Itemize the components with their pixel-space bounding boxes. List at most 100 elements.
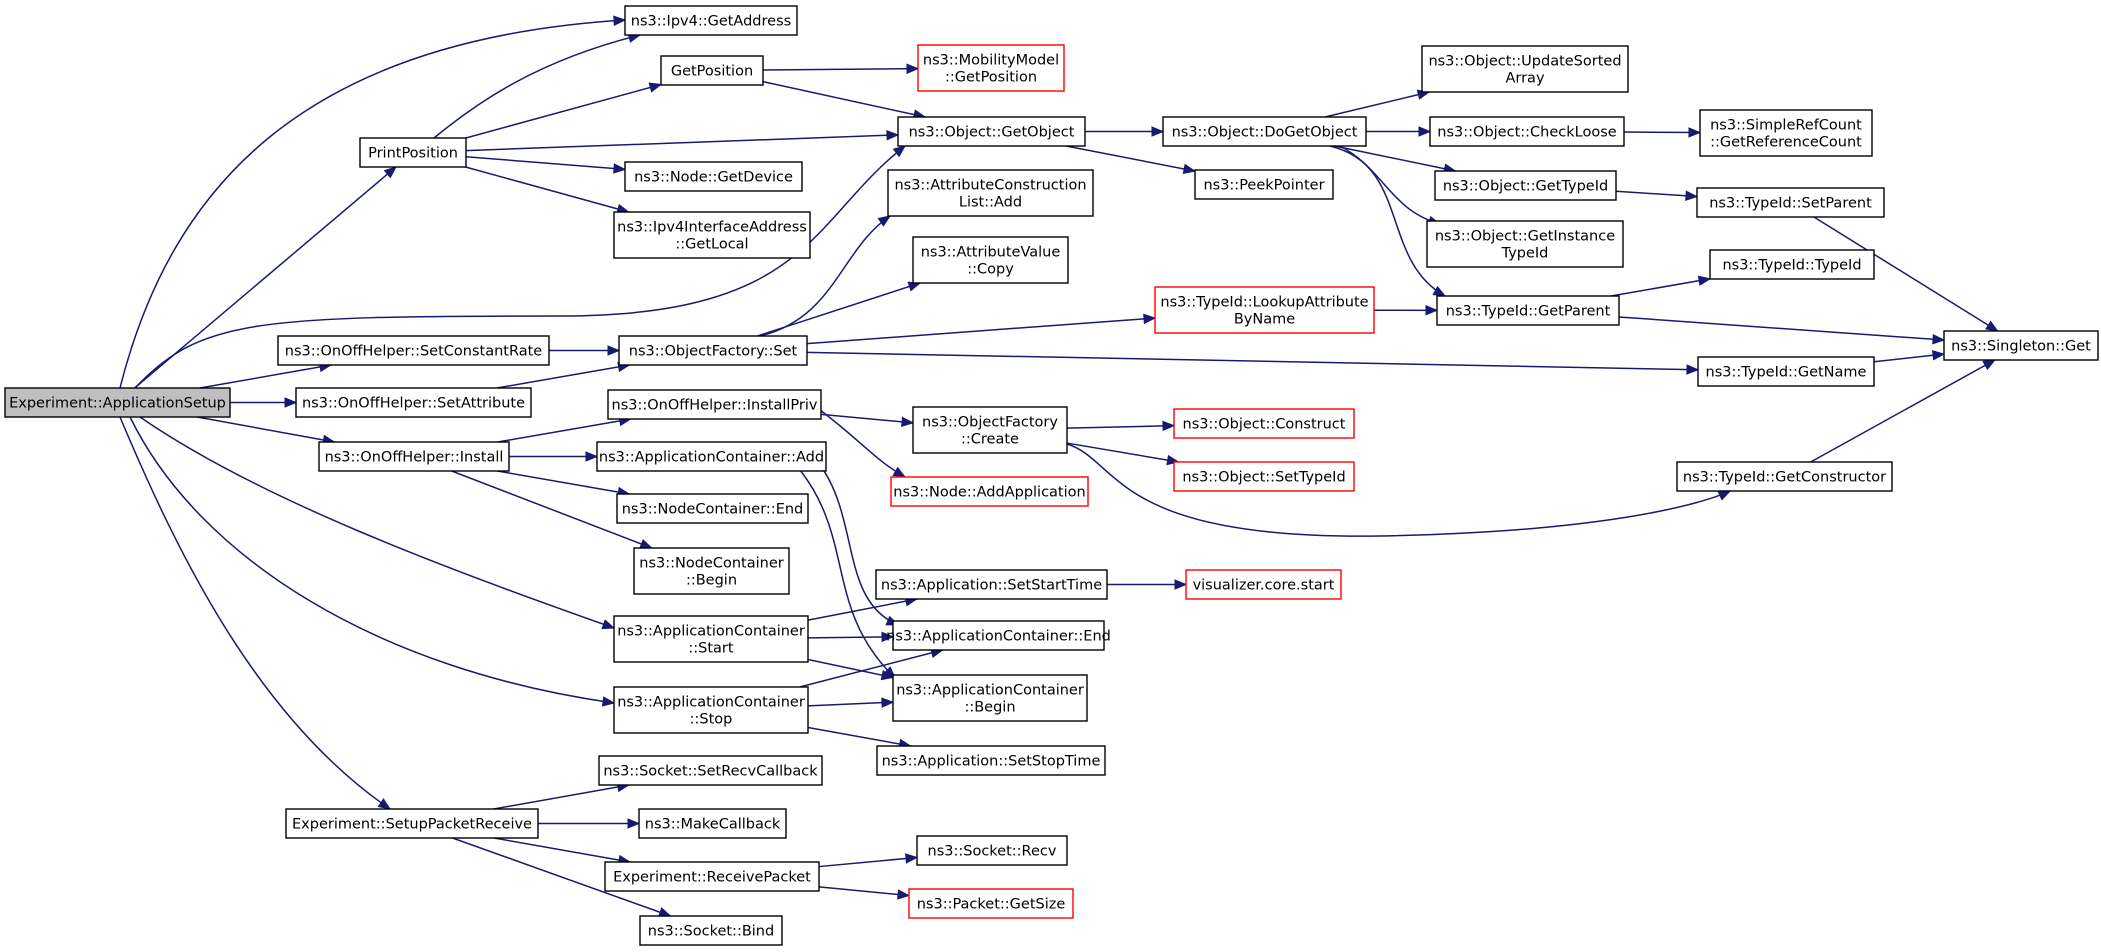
- call-edge-root-to-printpos: [134, 166, 397, 389]
- node-getparent[interactable]: ns3::TypeId::GetParent: [1436, 295, 1620, 326]
- node-root[interactable]: Experiment::ApplicationSetup: [4, 387, 231, 418]
- node-box: [1194, 169, 1334, 200]
- arrowhead-printpos-to-objgetobj: [886, 130, 900, 141]
- node-peekptr[interactable]: ns3::PeekPointer: [1194, 169, 1334, 200]
- node-getrefcount[interactable]: ns3::SimpleRefCount::GetReferenceCount: [1699, 109, 1873, 157]
- arrowhead-appcontstart-to-appcontend: [881, 631, 895, 643]
- call-edge-root-to-setuprecv: [119, 416, 391, 810]
- node-getname[interactable]: ns3::TypeId::GetName: [1697, 356, 1875, 387]
- node-label: List::Add: [959, 195, 1022, 211]
- node-recvpacket[interactable]: Experiment::ReceivePacket: [604, 861, 820, 892]
- node-box: [1434, 170, 1617, 201]
- node-objfactset[interactable]: ns3::ObjectFactory::Set: [618, 335, 808, 366]
- node-objconstruct[interactable]: ns3::Object::Construct: [1173, 408, 1355, 439]
- node-box: [1426, 220, 1624, 268]
- node-label: ns3::TypeId::LookupAttribute: [1160, 295, 1368, 311]
- node-appcontend[interactable]: ns3::ApplicationContainer::End: [886, 620, 1111, 651]
- node-label: PrintPosition: [368, 146, 458, 162]
- node-label: ::Create: [961, 432, 1019, 448]
- node-sockbind[interactable]: ns3::Socket::Bind: [639, 915, 783, 946]
- arrowhead-root-to-appcontstop: [601, 696, 616, 707]
- node-box: [912, 236, 1069, 284]
- node-box: [613, 615, 809, 663]
- node-setconstrate[interactable]: ns3::OnOffHelper::SetConstantRate: [277, 335, 550, 366]
- node-box: [607, 389, 822, 420]
- node-box: [897, 116, 1086, 147]
- arrowhead-checkloose-to-getrefcount: [1688, 127, 1702, 138]
- node-box: [1697, 356, 1875, 387]
- node-printpos[interactable]: PrintPosition: [359, 137, 467, 168]
- node-label: ns3::ObjectFactory: [922, 415, 1058, 431]
- node-ipv4ifaddr[interactable]: ns3::Ipv4InterfaceAddress::GetLocal: [613, 211, 811, 259]
- node-label: ::Begin: [686, 573, 737, 589]
- node-setattr[interactable]: ns3::OnOffHelper::SetAttribute: [295, 387, 532, 418]
- node-attrval[interactable]: ns3::AttributeValue::Copy: [912, 236, 1069, 284]
- node-label: visualizer.core.start: [1193, 578, 1335, 594]
- node-appcontadd[interactable]: ns3::ApplicationContainer::Add: [596, 441, 827, 472]
- node-box: [1709, 249, 1875, 280]
- call-edge-objfactset-to-attrval: [757, 282, 921, 337]
- node-label: GetPosition: [671, 64, 753, 80]
- node-box: [1429, 116, 1625, 147]
- node-nodeaddapp[interactable]: ns3::Node::AddApplication: [890, 476, 1089, 507]
- node-objgetobj[interactable]: ns3::Object::GetObject: [897, 116, 1086, 147]
- node-label: ByName: [1234, 312, 1295, 328]
- node-dogetobj[interactable]: ns3::Object::DoGetObject: [1162, 116, 1367, 147]
- node-pktgetsize[interactable]: ns3::Packet::GetSize: [908, 888, 1074, 919]
- call-edge-getpos-to-objgetobj: [762, 80, 926, 118]
- node-label: Experiment::ApplicationSetup: [9, 396, 226, 412]
- node-appsetstop[interactable]: ns3::Application::SetStopTime: [876, 745, 1106, 776]
- node-checkloose[interactable]: ns3::Object::CheckLoose: [1429, 116, 1625, 147]
- node-installpriv[interactable]: ns3::OnOffHelper::InstallPriv: [607, 389, 822, 420]
- node-singleton[interactable]: ns3::Singleton::Get: [1943, 330, 2099, 361]
- node-label: ns3::Node::AddApplication: [893, 485, 1085, 501]
- node-nodecontend[interactable]: ns3::NodeContainer::End: [616, 493, 809, 524]
- node-nodegetdev[interactable]: ns3::Node::GetDevice: [624, 161, 803, 192]
- call-edge-root-to-ipv4get: [119, 19, 626, 389]
- node-setuprecv[interactable]: Experiment::SetupPacketReceive: [285, 808, 539, 839]
- call-edge-root-to-setconstrate: [199, 364, 332, 389]
- node-objsettypeid[interactable]: ns3::Object::SetTypeId: [1173, 461, 1355, 492]
- call-edge-printpos-to-objgetobj: [465, 134, 899, 152]
- node-label: ns3::TypeId::GetName: [1706, 365, 1867, 381]
- call-edge-setparent-to-singleton: [1813, 216, 1999, 332]
- node-typeidtypeid[interactable]: ns3::TypeId::TypeId: [1709, 249, 1875, 280]
- node-getpos[interactable]: GetPosition: [660, 55, 764, 86]
- call-edge-installpriv-to-nodeaddapp: [819, 409, 906, 478]
- node-sockrecvcb[interactable]: ns3::Socket::SetRecvCallback: [598, 755, 823, 786]
- call-edge-appcontstop-to-appcontbegin: [807, 701, 894, 707]
- node-getconstructor[interactable]: ns3::TypeId::GetConstructor: [1676, 461, 1893, 492]
- node-gettypeid[interactable]: ns3::Object::GetTypeId: [1434, 170, 1617, 201]
- node-setparent[interactable]: ns3::TypeId::SetParent: [1696, 187, 1885, 218]
- arrowhead-setuprecv-to-makecb: [627, 818, 641, 829]
- node-appcontstop[interactable]: ns3::ApplicationContainer::Stop: [613, 686, 809, 734]
- arrowhead-lookupattr-to-getparent: [1425, 305, 1439, 316]
- node-viscorestart[interactable]: visualizer.core.start: [1185, 569, 1342, 600]
- node-ipv4get[interactable]: ns3::Ipv4::GetAddress: [624, 5, 798, 36]
- arrowhead-objfactset-to-lookupattr: [1143, 313, 1157, 325]
- node-box: [1173, 408, 1355, 439]
- call-edge-setuprecv-to-recvpacket: [493, 837, 631, 863]
- node-label: ns3::AttributeValue: [921, 245, 1061, 261]
- node-appcontbegin[interactable]: ns3::ApplicationContainer::Begin: [892, 674, 1088, 722]
- call-edge-dogetobj-to-updsorted: [1324, 91, 1430, 118]
- node-makecb[interactable]: ns3::MakeCallback: [638, 808, 787, 839]
- call-edge-objfactset-to-lookupattr: [806, 317, 1156, 345]
- node-sockrecv[interactable]: ns3::Socket::Recv: [916, 835, 1068, 866]
- node-box: [892, 620, 1105, 651]
- node-appsetstart[interactable]: ns3::Application::SetStartTime: [875, 569, 1108, 600]
- node-appcontstart[interactable]: ns3::ApplicationContainer::Start: [613, 615, 809, 663]
- call-edge-root-to-appcontstop: [129, 416, 615, 704]
- node-label: ns3::OnOffHelper::InstallPriv: [612, 398, 818, 414]
- node-install[interactable]: ns3::OnOffHelper::Install: [318, 441, 510, 472]
- arrowhead-setuprecv-to-sockbind: [657, 907, 672, 918]
- node-label: ns3::TypeId::GetConstructor: [1683, 470, 1886, 486]
- node-mobget[interactable]: ns3::MobilityModel::GetPosition: [917, 44, 1065, 92]
- node-objfactcreate[interactable]: ns3::ObjectFactory::Create: [912, 406, 1068, 454]
- node-box: [876, 745, 1106, 776]
- node-nodecontbegin[interactable]: ns3::NodeContainer::Begin: [633, 547, 790, 595]
